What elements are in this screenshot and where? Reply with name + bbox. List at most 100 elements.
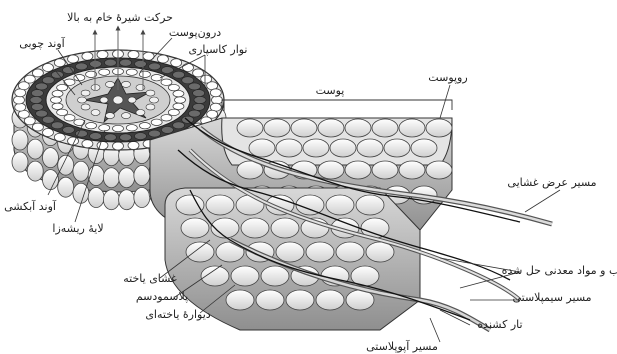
cortex-block-cell — [237, 119, 263, 137]
cylinder-side-cell — [58, 155, 74, 175]
vascular-cell — [91, 84, 100, 90]
vascular-cell — [81, 90, 90, 96]
cortex-block-cell — [316, 290, 344, 310]
vascular-cell — [81, 104, 90, 110]
cortex-cell — [30, 97, 42, 104]
cortex-bracket — [222, 100, 452, 110]
cortex-cell — [182, 77, 194, 84]
cortex-cell — [161, 126, 173, 133]
cortex-cell — [42, 77, 54, 84]
epidermis-cell — [128, 141, 139, 149]
cortex-cell — [193, 103, 205, 110]
cortex-block-cell — [318, 161, 344, 179]
endodermis-cell — [86, 122, 97, 128]
apoplast-path-label: مسیر آپوپلاستی — [366, 339, 438, 353]
vascular-cell — [122, 81, 131, 87]
cortex-block-cell — [261, 266, 289, 286]
cortex-block-cell — [357, 139, 383, 157]
endodermis-cell — [175, 97, 186, 103]
endodermis-cell — [113, 125, 124, 131]
cell-membrane-label: غشای یاخته — [123, 272, 177, 285]
cortex-cell — [36, 83, 48, 90]
epidermis-cell — [14, 96, 25, 104]
cortex-block-cell — [271, 218, 299, 238]
xylem-label: آوند چوبی — [19, 36, 65, 50]
cortex-block-cell — [186, 242, 214, 262]
cortex-block-cell — [241, 218, 269, 238]
endodermis-cell — [126, 69, 137, 75]
cortex-cell — [194, 97, 206, 104]
cortex-block-cell — [303, 139, 329, 157]
epidermis-cell — [210, 89, 221, 97]
cortex-cell — [31, 103, 43, 110]
endodermis-cell — [52, 103, 63, 109]
endodermis-cell — [139, 122, 150, 128]
casparian-strip-label: نوار کاسپاری — [188, 43, 247, 56]
epidermis-cell — [128, 51, 139, 59]
cortex-block-cell — [330, 139, 356, 157]
cortex-cell — [161, 67, 173, 74]
endodermis-cell — [99, 69, 110, 75]
transmembrane-path-label: مسیر عرض غشایی — [507, 176, 596, 189]
epidermis-label: روپوست — [428, 71, 467, 84]
vascular-cell — [91, 110, 100, 116]
cortex-block-cell — [231, 266, 259, 286]
cortex-block-cell — [226, 290, 254, 310]
cortex-cell — [120, 59, 132, 66]
epidermis-cell — [82, 140, 93, 148]
epidermis-cell — [32, 123, 43, 131]
cortex-cell — [173, 71, 185, 78]
epidermis-cell — [212, 96, 223, 104]
cortex-block-cell — [384, 139, 410, 157]
cylinder-side-cell — [103, 168, 119, 188]
vascular-cell — [105, 81, 114, 87]
cortex-block-cell — [256, 290, 284, 310]
cortex-cell — [51, 71, 63, 78]
epidermis-cell — [193, 69, 204, 77]
endodermis-cell — [151, 119, 162, 125]
vascular-cell — [78, 97, 87, 103]
cortex-cell — [75, 63, 87, 70]
endodermis-cell — [139, 71, 150, 77]
cortex-block-cell — [286, 290, 314, 310]
endodermis-cell — [161, 115, 172, 121]
cortex-block-cell — [306, 242, 334, 262]
cortex-block-cell — [426, 161, 452, 179]
cortex-block-cell — [366, 242, 394, 262]
phloem-label: آوند آبکشی — [4, 199, 57, 213]
cortex-block-cell — [249, 139, 275, 157]
endodermis-cell — [161, 79, 172, 85]
cortex-block-cell — [176, 195, 204, 215]
cortex-block-cell — [356, 195, 384, 215]
epidermis-cell — [97, 51, 108, 59]
cortex-cell — [90, 60, 102, 67]
cortex-cell — [42, 116, 54, 123]
cylinder-side-cell — [134, 166, 150, 186]
epidermis-cell — [24, 75, 35, 83]
cortex-block-cell — [336, 242, 364, 262]
cylinder-side-cell — [103, 190, 119, 210]
cortex-cell — [188, 83, 200, 90]
cortex-cell — [36, 110, 48, 117]
vascular-cell — [150, 97, 159, 103]
endodermis-cell — [64, 79, 75, 85]
cortex-cell — [63, 67, 75, 74]
symplast-path-label: مسیر سیمپلاستی — [512, 291, 591, 304]
plasmodesma-label: پلاسمودسم — [136, 290, 188, 303]
water-minerals-label: آب و مواد معدنی حل شده — [502, 263, 617, 277]
vascular-cell — [105, 113, 114, 119]
epidermis-cell — [15, 103, 26, 111]
cortex-cell — [134, 60, 146, 67]
cortex-block-cell — [426, 119, 452, 137]
cortex-block-cell — [206, 195, 234, 215]
cylinder-side-cell — [42, 170, 58, 190]
endodermis-cell — [64, 115, 75, 121]
upward-sap-label: حرکت شیرهٔ خام به بالا — [67, 11, 173, 24]
endodermis-cell — [52, 90, 63, 96]
cylinder-side-cell — [12, 130, 28, 150]
epidermis-cell — [113, 142, 124, 150]
endodermis-cell — [168, 109, 179, 115]
cylinder-side-cell — [134, 188, 150, 208]
cortex-block-cell — [372, 161, 398, 179]
cortex-cell — [90, 133, 102, 140]
